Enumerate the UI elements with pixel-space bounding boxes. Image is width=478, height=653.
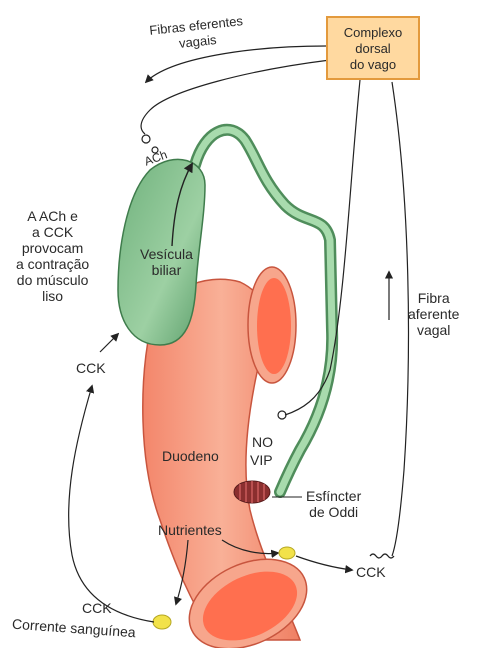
i-cell-right: [279, 547, 295, 559]
dorsal-vagal-complex-box: Complexo dorsal do vago: [326, 16, 420, 80]
nutrients-label: Nutrientes: [158, 522, 222, 538]
cck-right-arrow: [296, 556, 352, 570]
ach-cck-note-label: A ACh e a CCK provocam a contração do mú…: [16, 208, 89, 304]
efferent-to-gallbladder: [141, 60, 330, 134]
cck-bottom-label: CCK: [82, 600, 112, 616]
cck-right-label: CCK: [356, 564, 386, 580]
afferent-fiber: [392, 82, 408, 556]
gallbladder-label: Vesícula biliar: [140, 246, 193, 278]
sphincter-label: Esfíncter de Oddi: [306, 488, 361, 520]
vip-label: VIP: [250, 452, 273, 468]
cck-left-label: CCK: [76, 360, 106, 376]
no-vip-terminal: [278, 411, 286, 419]
afferent-ending: [370, 554, 394, 558]
no-label: NO: [252, 434, 273, 450]
bloodstream-loop: [69, 386, 154, 622]
duodenum-upper-lumen: [257, 278, 291, 374]
ach-terminal: [142, 135, 150, 143]
i-cell-bottom: [153, 615, 171, 629]
afferent-fiber-label: Fibra aferente vagal: [408, 290, 459, 338]
efferent-to-sphincter: [285, 80, 360, 415]
cck-to-gallbladder: [100, 334, 118, 352]
duodenum-label: Duodeno: [162, 448, 219, 464]
dorsal-vagal-complex-label: Complexo dorsal do vago: [328, 25, 418, 73]
